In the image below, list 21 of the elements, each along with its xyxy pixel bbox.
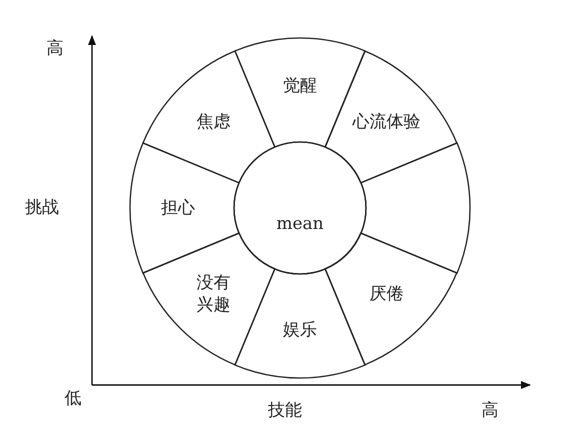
center-circle	[234, 142, 366, 274]
ring-segment	[360, 142, 470, 274]
segment-label: 厌倦	[369, 283, 404, 306]
axis-label: 高	[482, 400, 498, 422]
ring-segment	[234, 268, 366, 378]
axis-title: 技能	[268, 400, 302, 422]
ring-segment	[325, 233, 458, 366]
segment-label: 心流体验	[352, 110, 420, 133]
axis-title: 挑战	[25, 196, 59, 218]
axis-label: 高	[46, 38, 64, 60]
ring-segment	[142, 233, 275, 366]
segment-label: mean	[276, 213, 324, 235]
segment-label: 没有兴趣	[196, 272, 232, 316]
ring-segment	[142, 50, 275, 183]
ring-segment	[130, 142, 240, 274]
segment-label: 觉醒	[282, 75, 317, 97]
axis-label: 低	[64, 388, 82, 410]
ring-segment	[325, 50, 458, 183]
segment-label: 娱乐	[282, 318, 317, 341]
segment-label: 担心	[161, 196, 195, 219]
segment-label: 焦虑	[196, 110, 231, 133]
